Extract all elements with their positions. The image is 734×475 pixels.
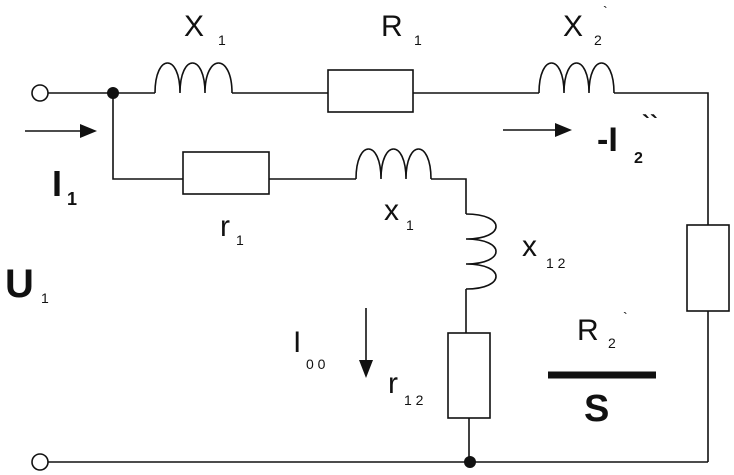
label-r12-sub: 1 2: [404, 392, 424, 408]
label-i1-sub: 1: [67, 189, 77, 209]
label-i00-main: I: [293, 326, 301, 359]
label-u1-sub: 1: [41, 290, 49, 306]
label-u1: U 1: [5, 262, 49, 306]
wire-top-to-right-rail: [614, 92, 709, 225]
junction-node-bottom: [464, 456, 476, 468]
label-i1-main: I: [52, 163, 62, 204]
label-x2-main: X: [563, 10, 583, 43]
label-x1-low-main: x: [384, 194, 399, 227]
arrow-i00-head: [359, 360, 373, 378]
inductor-x12: [465, 213, 497, 290]
label-r12-main: r: [388, 367, 398, 400]
label-x12-main: x: [522, 230, 537, 263]
label-s: S: [584, 388, 609, 430]
inductor-x1-low: [355, 148, 432, 180]
label-x1-top-main: X: [184, 10, 204, 43]
label-x2-sub: 2: [594, 32, 602, 48]
arrow-i2-head: [555, 123, 572, 137]
label-x2-prime: X 2 `: [563, 3, 608, 48]
label-i2-prime-mark: ``: [642, 111, 658, 138]
label-r2-sub: 2: [608, 335, 616, 351]
resistor-r1-top: [327, 69, 414, 113]
label-x2-prime-mark: `: [603, 3, 608, 19]
resistor-r2-load: [686, 224, 730, 312]
label-x1-top: X 1: [184, 10, 226, 48]
input-terminal-bottom: [31, 453, 49, 471]
junction-node-top: [107, 87, 119, 99]
label-u1-main: U: [5, 262, 34, 306]
label-r1-top-sub: 1: [414, 32, 422, 48]
label-r2-main: R: [577, 314, 599, 347]
label-i2-main: -I: [597, 121, 618, 159]
label-r2-fraction: R 2 ` S: [577, 309, 628, 430]
label-i1: I 1: [52, 163, 77, 209]
inductor-x1-top: [154, 62, 233, 94]
wire-branch-corner: [431, 178, 467, 214]
wire-branch-down: [112, 93, 183, 180]
label-x12-sub: 1 2: [546, 255, 566, 271]
label-r2-prime-mark: `: [623, 309, 628, 325]
label-r1-low: r 1: [220, 210, 244, 248]
label-i2: -I 2 ``: [597, 111, 658, 167]
resistor-r12: [447, 332, 491, 419]
label-r1-top: R 1: [381, 10, 422, 48]
label-i2-sub: 2: [634, 150, 643, 167]
label-i00: I 0 0: [293, 326, 326, 372]
label-x12: x 1 2: [522, 230, 566, 271]
label-x1-low: x 1: [384, 194, 414, 233]
input-terminal-top: [31, 84, 49, 102]
label-r1-top-main: R: [381, 10, 403, 43]
label-i00-sub: 0 0: [306, 356, 326, 372]
inductor-x2-prime: [538, 62, 615, 94]
label-r12: r 1 2: [388, 367, 424, 408]
label-x1-top-sub: 1: [218, 32, 226, 48]
label-r1-low-sub: 1: [236, 232, 244, 248]
label-x1-low-sub: 1: [406, 217, 414, 233]
resistor-r1-low: [182, 151, 270, 195]
label-r1-low-main: r: [220, 210, 230, 243]
arrow-i1-head: [80, 124, 97, 138]
